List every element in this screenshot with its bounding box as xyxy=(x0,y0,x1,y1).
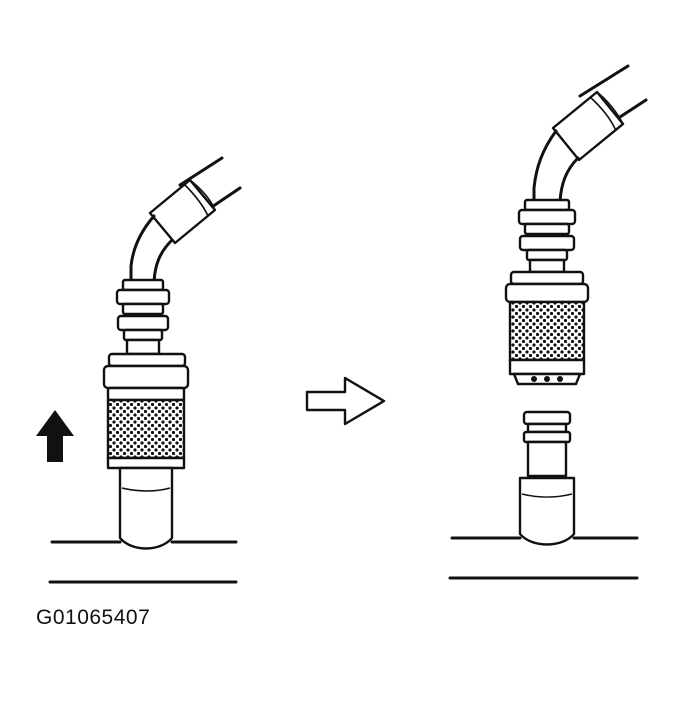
left-hose xyxy=(129,156,242,284)
right-arrow-icon xyxy=(305,376,386,426)
left-coupler xyxy=(102,352,190,470)
left-upper-nut xyxy=(115,278,171,356)
disconnected-assembly xyxy=(448,64,648,580)
right-upper-nut xyxy=(517,198,577,274)
connected-assembly xyxy=(48,156,242,584)
right-coupler xyxy=(504,270,590,386)
up-arrow-icon xyxy=(36,410,74,462)
figure-id-label: G01065407 xyxy=(36,606,151,629)
right-hose xyxy=(532,64,648,204)
right-port-pipe xyxy=(518,476,576,546)
right-port-fitting xyxy=(522,410,572,478)
left-port-pipe xyxy=(118,466,174,550)
